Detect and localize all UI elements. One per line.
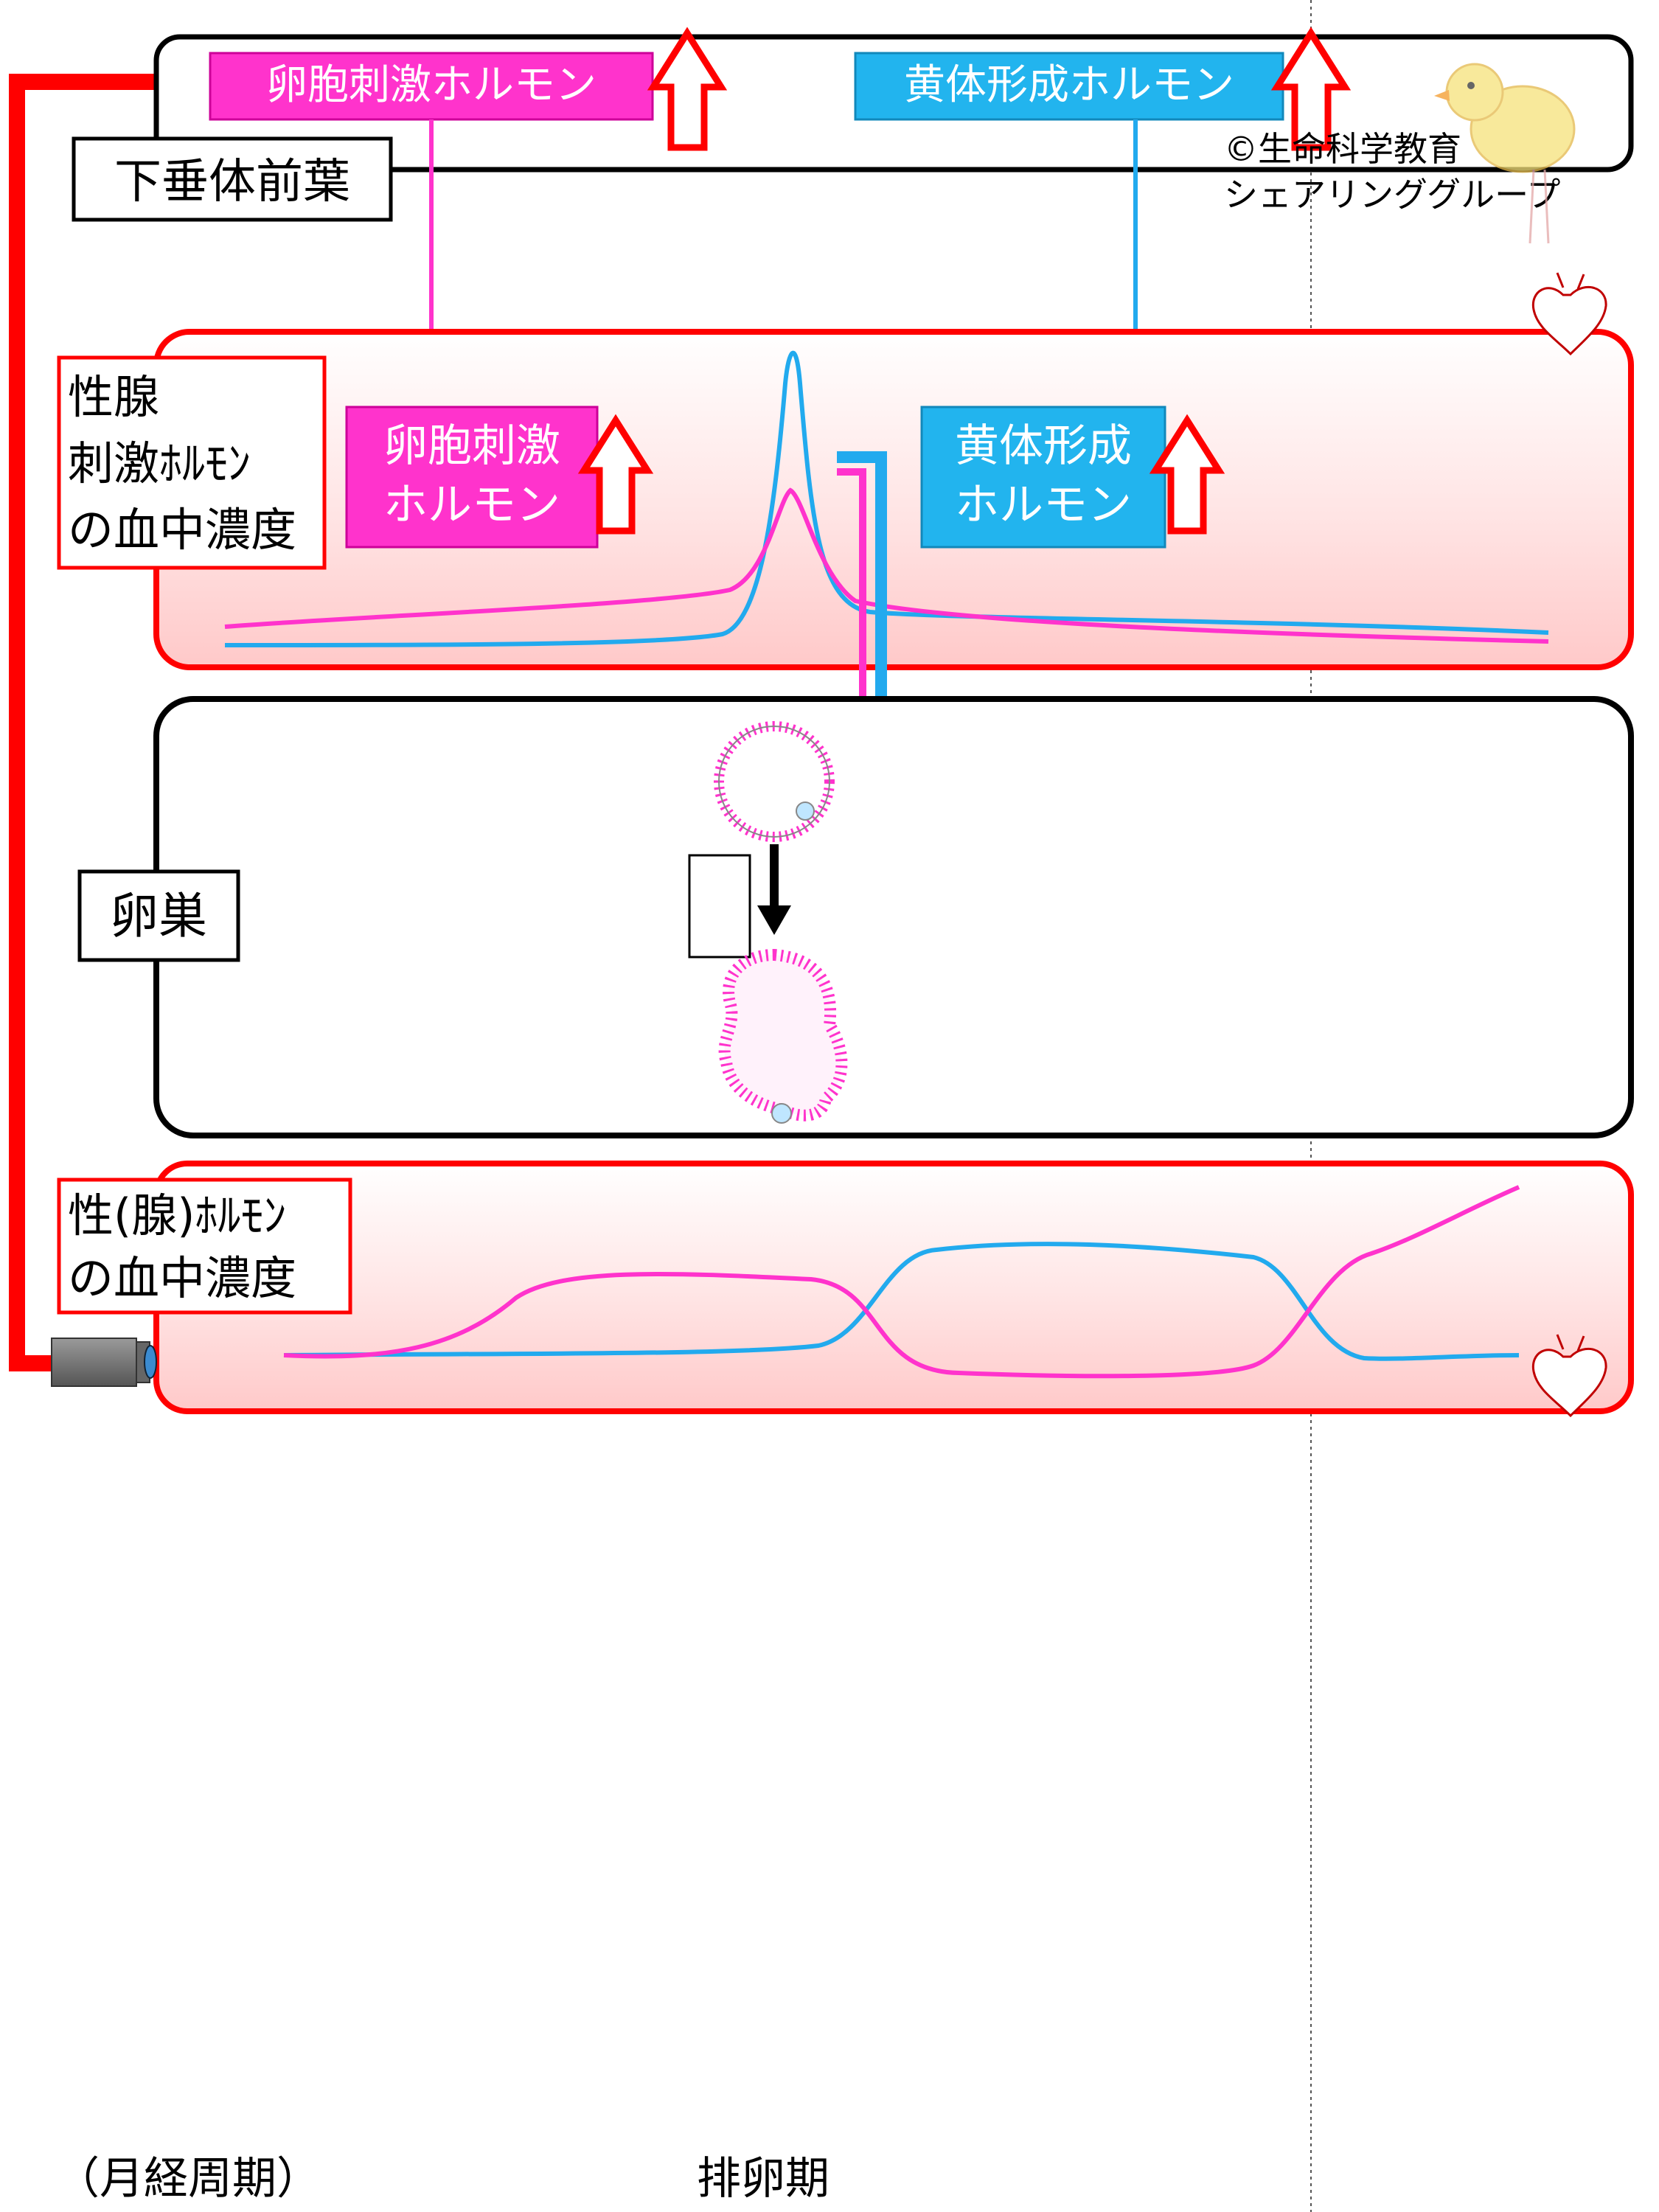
gonadotropin-title-line1: 性腺 <box>68 370 159 424</box>
blank-box <box>688 854 751 959</box>
ovary-panel <box>153 696 1634 1138</box>
fsh-curve <box>224 487 1549 644</box>
ovulation-label: 排卵期 <box>697 2153 830 2205</box>
feedback-line <box>9 74 156 1371</box>
lh-box-line2: ホルモン <box>955 479 1132 531</box>
sex-hormone-title-line1: 性(腺)ﾎﾙﾓﾝ <box>68 1189 286 1242</box>
up-arrow-icon <box>1149 414 1225 535</box>
progesterone-curve <box>283 1242 1520 1361</box>
anterior-pituitary-label: 下垂体前葉 <box>114 155 350 209</box>
sex-hormone-panel <box>153 1161 1634 1414</box>
ovary-title-box: 卵巣 <box>77 869 240 962</box>
heart-icon <box>1531 272 1607 356</box>
sex-hormone-title-line2: の血中濃度 <box>68 1251 296 1305</box>
ovary-title: 卵巣 <box>110 888 207 945</box>
gonadotropin-title-line2: 刺激ﾎﾙﾓﾝ <box>68 437 251 490</box>
lh-header-label: 黄体形成ホルモン <box>904 61 1234 109</box>
heart-icon <box>1531 1334 1607 1418</box>
copyright-line1: ©生命科学教育 <box>1224 129 1461 169</box>
lh-header-box: 黄体形成ホルモン <box>854 52 1284 121</box>
chick-icon <box>1434 63 1576 244</box>
up-arrow-icon <box>1270 27 1352 151</box>
camera-icon <box>51 1338 157 1387</box>
lh-curve <box>224 350 1549 647</box>
fsh-box-line1: 卵胞刺激 <box>383 420 560 472</box>
fsh-header-label: 卵胞刺激ホルモン <box>266 61 597 109</box>
lh-box: 黄体形成 ホルモン <box>920 406 1166 549</box>
fsh-header-box: 卵胞刺激ホルモン <box>209 52 654 121</box>
corpus-luteum-icon <box>718 948 848 1124</box>
gonadotropin-title-box: 性腺 刺激ﾎﾙﾓﾝ の血中濃度 <box>57 355 327 570</box>
up-arrow-icon <box>577 414 654 535</box>
fsh-box: 卵胞刺激 ホルモン <box>345 406 599 549</box>
copyright-line2: シェアリンググループ <box>1224 175 1560 215</box>
follicle-icon <box>714 721 835 842</box>
up-arrow-icon <box>647 27 728 151</box>
anterior-pituitary-label-box: 下垂体前葉 <box>72 136 393 222</box>
estrogen-curve <box>283 1185 1520 1379</box>
cycle-label: （月経周期） <box>55 2153 321 2205</box>
gonadotropin-title-line3: の血中濃度 <box>68 503 296 557</box>
lh-box-line1: 黄体形成 <box>955 420 1132 472</box>
sex-hormone-title-box: 性(腺)ﾎﾙﾓﾝ の血中濃度 <box>57 1178 352 1315</box>
fsh-box-line2: ホルモン <box>383 479 560 531</box>
development-arrow <box>757 844 791 935</box>
